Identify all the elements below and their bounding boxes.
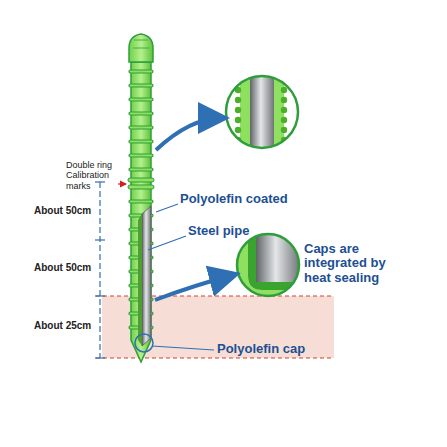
leader-line — [118, 183, 126, 184]
coating-detail — [226, 70, 298, 160]
stake — [128, 34, 154, 362]
dimension-line — [95, 182, 105, 358]
dimension-label: About 50cm — [34, 262, 91, 273]
part-name: Steel pipe — [188, 224, 249, 238]
leader-line — [148, 236, 186, 250]
cap-detail — [237, 230, 300, 300]
part-name: Polyolefin coated — [180, 192, 288, 206]
leader-line — [156, 204, 178, 212]
leader-line — [152, 346, 214, 350]
callout-arrow — [156, 118, 222, 150]
dimension-label: About 25cm — [34, 320, 91, 331]
part-name: Polyolefin cap — [217, 342, 305, 356]
callout-label: Double ring Calibration marks — [66, 160, 116, 191]
callout-arrow — [155, 275, 233, 300]
dimension-label: About 50cm — [34, 205, 91, 216]
note-text: Caps are integrated by heat sealing — [304, 242, 414, 285]
